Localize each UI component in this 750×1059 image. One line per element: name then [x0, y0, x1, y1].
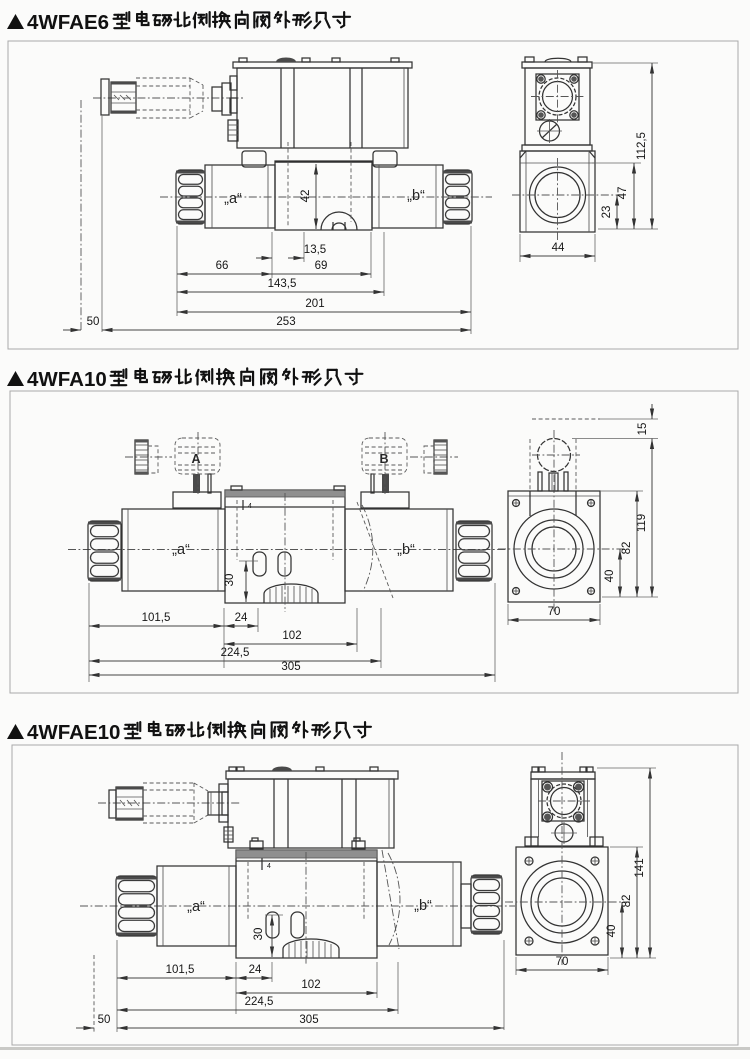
svg-text:66: 66 [216, 260, 229, 272]
svg-text:4WFAE10: 4WFAE10 [27, 721, 120, 744]
svg-text:40: 40 [606, 925, 618, 938]
svg-text:50: 50 [98, 1014, 111, 1026]
svg-text:4: 4 [248, 503, 252, 510]
svg-text:„b“: „b“ [414, 898, 432, 914]
svg-text:23: 23 [601, 206, 613, 219]
svg-text:224,5: 224,5 [221, 647, 250, 659]
svg-text:141: 141 [634, 858, 646, 877]
svg-text:82: 82 [621, 542, 633, 555]
svg-text:101,5: 101,5 [142, 612, 171, 624]
svg-text:224,5: 224,5 [245, 996, 274, 1008]
svg-text:4: 4 [267, 863, 271, 870]
svg-text:253: 253 [276, 316, 295, 328]
svg-text:119: 119 [636, 514, 648, 532]
svg-text:„a“: „a“ [187, 899, 205, 915]
svg-text:102: 102 [301, 979, 320, 991]
svg-text:201: 201 [305, 298, 324, 310]
svg-text:305: 305 [281, 661, 300, 673]
svg-text:42: 42 [300, 190, 312, 203]
svg-text:30: 30 [253, 928, 265, 941]
svg-text:143,5: 143,5 [268, 278, 297, 290]
svg-text:82: 82 [621, 895, 633, 908]
svg-text:„a“: „a“ [224, 191, 242, 207]
svg-text:A: A [191, 452, 200, 466]
svg-text:112,5: 112,5 [636, 132, 648, 160]
svg-text:50: 50 [87, 316, 100, 328]
svg-text:„b“: „b“ [407, 188, 425, 204]
svg-text:4WFAE6: 4WFAE6 [27, 11, 109, 34]
svg-text:102: 102 [282, 630, 301, 642]
svg-text:„a“: „a“ [172, 542, 190, 558]
svg-text:24: 24 [249, 964, 262, 976]
svg-text:44: 44 [552, 242, 565, 254]
svg-text:24: 24 [235, 612, 248, 624]
svg-text:4WFA10: 4WFA10 [27, 368, 107, 391]
svg-text:70: 70 [556, 956, 569, 968]
svg-text:30: 30 [224, 574, 236, 587]
svg-text:13,5: 13,5 [304, 244, 326, 256]
svg-text:40: 40 [604, 570, 616, 583]
svg-text:69: 69 [315, 260, 328, 272]
svg-text:70: 70 [548, 606, 561, 618]
svg-text:„b“: „b“ [397, 542, 415, 558]
svg-text:101,5: 101,5 [166, 964, 195, 976]
svg-text:15: 15 [637, 423, 649, 436]
svg-text:305: 305 [299, 1014, 318, 1026]
svg-text:B: B [379, 452, 388, 466]
svg-text:47: 47 [617, 187, 629, 200]
